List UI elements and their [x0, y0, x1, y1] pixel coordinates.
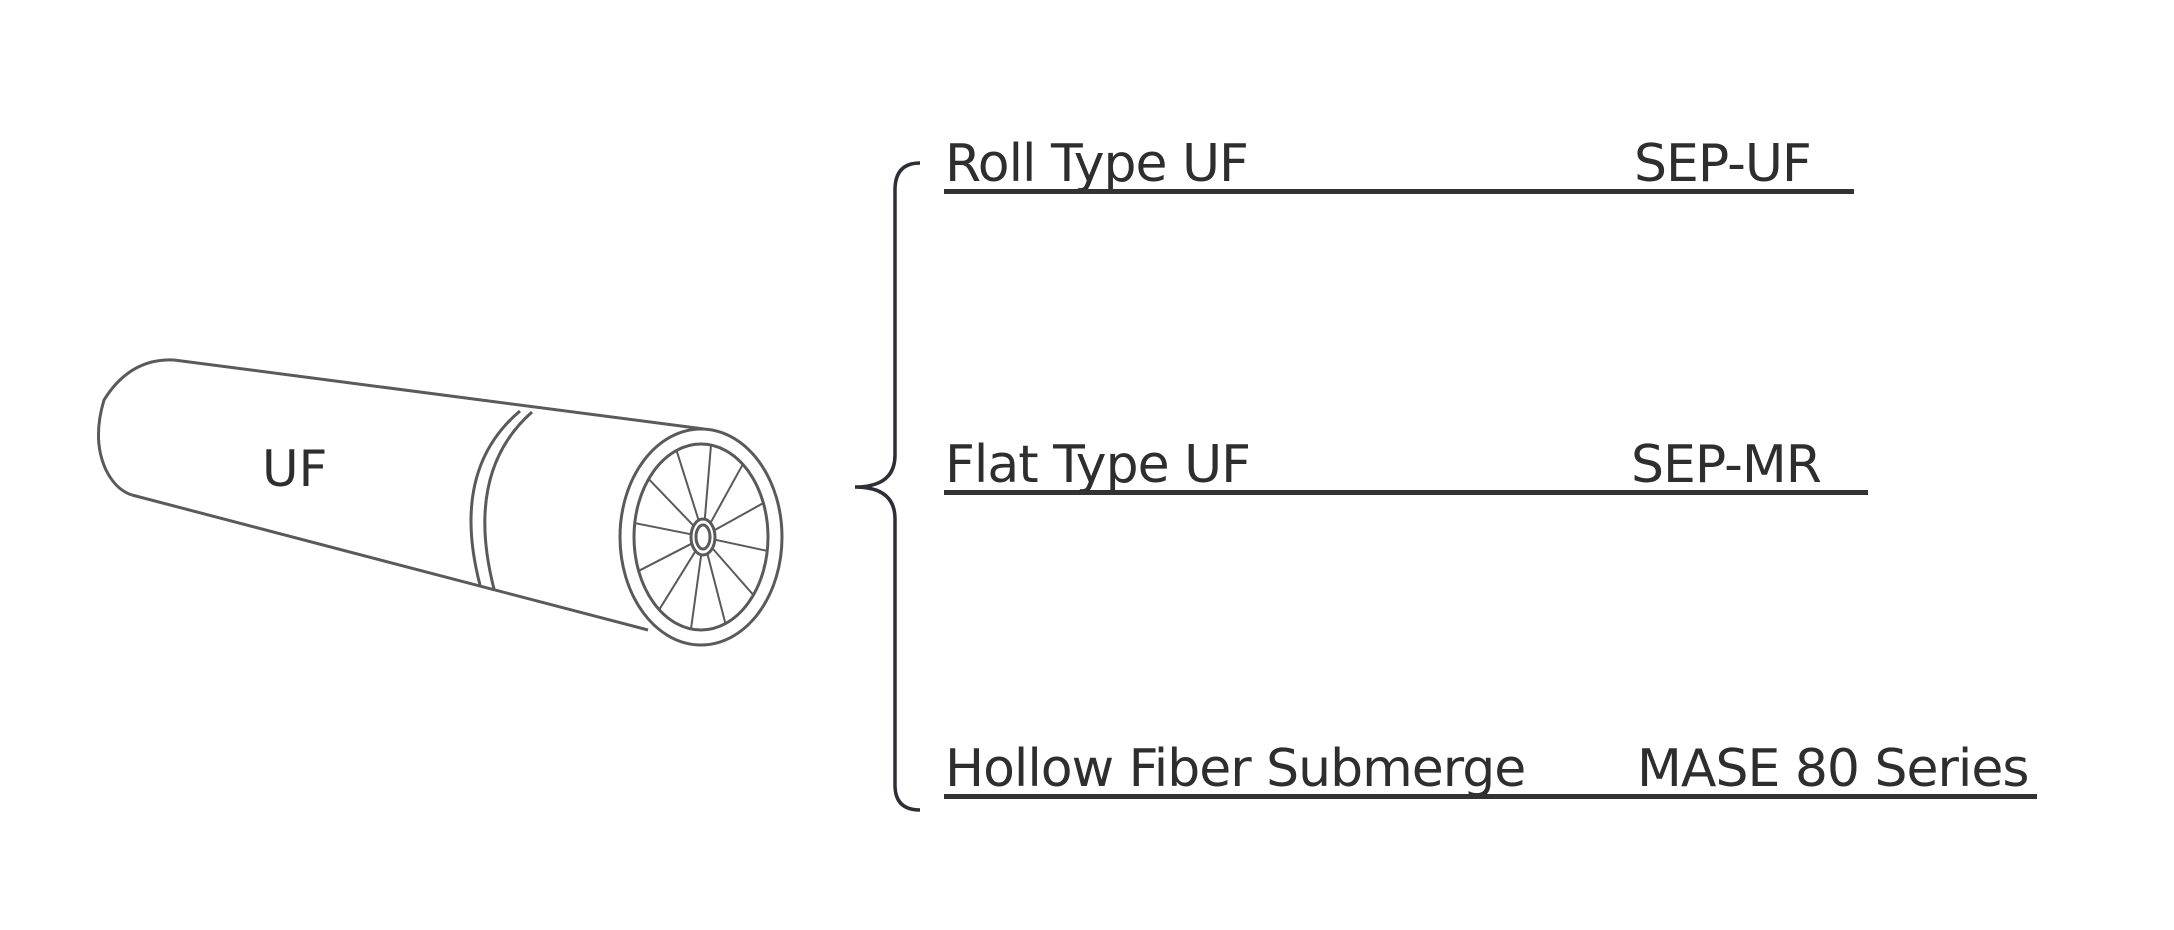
- item-type-flat: Flat Type UF: [945, 435, 1251, 495]
- spoke: [634, 522, 692, 536]
- spoke: [658, 550, 697, 611]
- spoke: [647, 478, 695, 527]
- end-cap-inner: [632, 442, 770, 632]
- spoke: [714, 538, 768, 552]
- cylinder-left-end: [96, 358, 175, 497]
- item-model-roll: SEP-UF: [1634, 134, 1812, 194]
- spoke: [713, 502, 764, 532]
- spoke: [709, 463, 744, 524]
- spoke: [706, 553, 727, 624]
- spoke: [711, 547, 755, 596]
- underline-roll: [944, 189, 1854, 194]
- spoke: [675, 450, 700, 521]
- end-cap-outer: [618, 427, 784, 647]
- item-model-flat: SEP-MR: [1631, 435, 1822, 495]
- item-type-roll: Roll Type UF: [945, 134, 1249, 194]
- item-type-hollow: Hollow Fiber Submerge: [945, 739, 1526, 799]
- item-model-hollow: MASE 80 Series: [1637, 739, 2029, 799]
- spoke: [703, 444, 713, 520]
- cylinder-bottom-edge: [131, 493, 649, 632]
- spoke: [638, 542, 693, 572]
- spoke: [689, 554, 703, 630]
- cylinder-illustration: [96, 358, 784, 647]
- center-tube: [689, 517, 717, 557]
- spokes: [634, 444, 768, 630]
- underline-flat: [944, 490, 1868, 495]
- brace: [854, 161, 921, 812]
- cylinder-top-edge: [173, 358, 705, 431]
- module-label: UF: [262, 440, 328, 498]
- underline-hollow: [944, 794, 2037, 799]
- band-arc-1: [469, 409, 521, 586]
- band-arc-2: [483, 410, 533, 590]
